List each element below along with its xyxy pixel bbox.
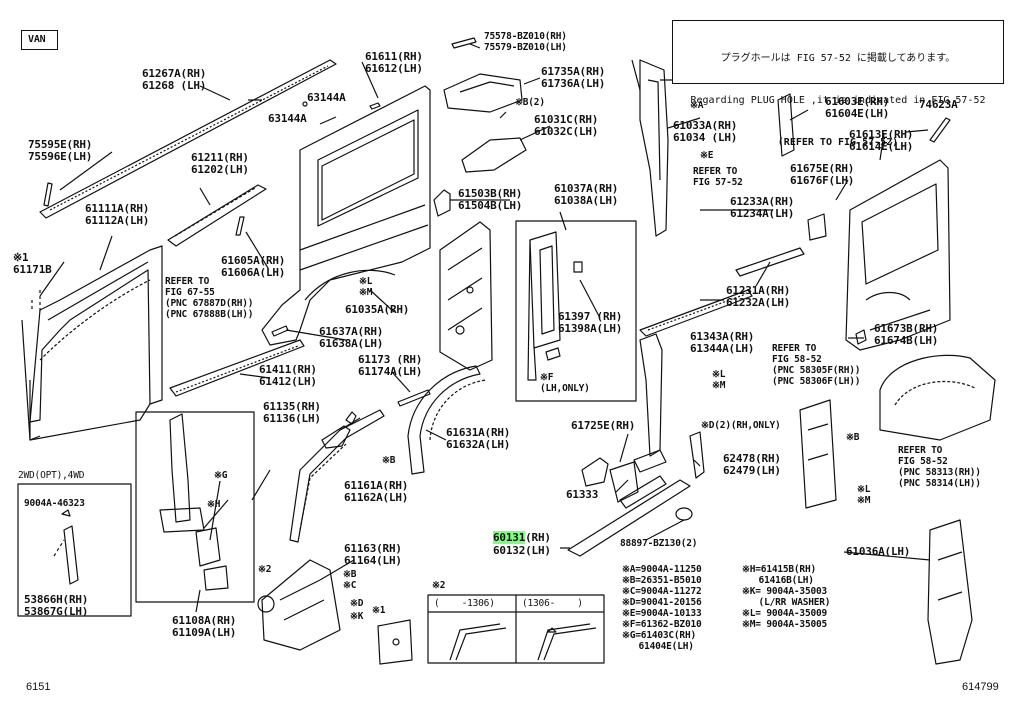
part-label-61231: 61231A(RH) 61232A(LH) <box>726 284 791 309</box>
fastener-legend-a-g: ※A=9004A-11250 ※B=26351-B5010 ※C=9004A-1… <box>622 564 702 652</box>
part-label-60132: 60132(LH) <box>493 544 551 557</box>
fastener-d: ※D <box>350 598 364 609</box>
part-label-61036: 61036A(LH) <box>846 545 911 558</box>
note-ref-2: ※2 <box>258 564 272 575</box>
part-label-63144a-lower: 63144A <box>268 112 307 125</box>
part-label-61033: 61033A(RH) 61034 (LH) <box>673 119 738 144</box>
part-label-60131: 60131(RH) <box>493 531 551 544</box>
part-label-74623: 74623A <box>919 98 958 111</box>
note-line2: Regarding PLUG HOLE ,it is indicated in … <box>690 95 986 106</box>
fastener-b-right: ※B <box>846 432 860 443</box>
part-label-60131-side: (RH) <box>525 531 551 544</box>
part-label-61603: 61603E(RH) 61604E(LH) <box>825 95 890 120</box>
part-label-61173: 61173 (RH) 61174A(LH) <box>358 353 423 378</box>
part-label-61611: 61611(RH) 61612(LH) <box>365 50 423 75</box>
fastener-g: ※G <box>214 470 228 481</box>
fastener-h: ※H <box>207 499 221 510</box>
part-label-88897: 88897-BZ130(2) <box>620 538 698 549</box>
van-tag-text: VAN <box>28 34 46 45</box>
part-label-75595: 75595E(RH) 75596E(LH) <box>28 138 93 163</box>
range-after-1306: (1306- ) <box>522 598 583 609</box>
fastener-lm-3: ※L ※M <box>857 484 871 506</box>
part-label-61233: 61233A(RH) 61234A(LH) <box>730 195 795 220</box>
part-label-61161: 61161A(RH) 61162A(LH) <box>344 479 409 504</box>
fastener-k: ※K <box>350 611 364 622</box>
part-label-61037: 61037A(RH) 61038A(LH) <box>554 182 619 207</box>
fastener-b: ※B <box>382 455 396 466</box>
part-label-61108: 61108A(RH) 61109A(LH) <box>172 614 237 639</box>
part-label-61673: 61673B(RH) 61674B(LH) <box>874 322 939 347</box>
part-label-61211: 61211(RH) 61202(LH) <box>191 151 249 176</box>
note-ref-1: ※1 <box>372 605 386 616</box>
fastener-a: ※A <box>690 100 704 111</box>
fastener-lm-2: ※L ※M <box>712 369 726 391</box>
fastener-e: ※E <box>700 150 714 161</box>
van-tag: VAN <box>21 30 58 50</box>
part-label-61631: 61631A(RH) 61632A(LH) <box>446 426 511 451</box>
refer-fig-58-52-b: REFER TO FIG 58-52 (PNC 58313(RH)) (PNC … <box>898 445 981 489</box>
range-before-1306: ( -1306) <box>434 598 495 609</box>
part-label-61171: ※1 61171B <box>13 251 52 276</box>
highlighted-part-number: 60131 <box>493 531 526 544</box>
part-label-61675: 61675E(RH) 61676F(LH) <box>790 162 855 187</box>
fastener-bc: ※B ※C <box>343 569 357 591</box>
refer-fig-58-52-a: REFER TO FIG 58-52 (PNC 58305F(RH)) (PNC… <box>772 343 861 387</box>
part-label-61333: 61333 <box>566 488 599 501</box>
note-line3: (REFER TO FIG 57-52) <box>777 137 899 148</box>
part-label-61031: 61031C(RH) 61032C(LH) <box>534 113 599 138</box>
part-label-61343: 61343A(RH) 61344A(LH) <box>690 330 755 355</box>
part-label-61135: 61135(RH) 61136(LH) <box>263 400 321 425</box>
part-label-61035: 61035A(RH) <box>345 303 410 316</box>
part-label-61725: 61725E(RH) <box>571 419 636 432</box>
part-label-61735: 61735A(RH) 61736A(LH) <box>541 65 606 90</box>
fastener-lm-1: ※L ※M <box>359 276 373 298</box>
part-label-61613: 61613E(RH) 61614E(LH) <box>849 128 914 153</box>
part-label-61397: 61397 (RH) 61398A(LH) <box>558 310 623 335</box>
part-label-61637: 61637A(RH) 61638A(LH) <box>319 325 384 350</box>
fastener-b2: ※B(2) <box>515 97 545 108</box>
drive-type-label: 2WD(OPT),4WD <box>18 470 85 481</box>
fastener-legend-h-m: ※H=61415B(RH) 61416B(LH) ※K= 9004A-35003… <box>742 564 831 630</box>
note-ref-2-box: ※2 <box>432 580 446 591</box>
part-label-53866: 53866H(RH) 53867G(LH) <box>24 593 89 618</box>
refer-fig-67-55: REFER TO FIG 67-55 (PNC 67887D(RH)) (PNC… <box>165 276 254 320</box>
fastener-f-lh-only: ※F (LH,ONLY) <box>540 372 590 394</box>
part-label-61163: 61163(RH) 61164(LH) <box>344 542 402 567</box>
part-label-9004a-46323: 9004A-46323 <box>24 498 85 509</box>
part-label-61267: 61267A(RH) 61268 (LH) <box>142 67 207 92</box>
part-label-63144a-upper: 63144A <box>307 91 346 104</box>
note-line1: プラグホールは FIG 57-52 に掲載してあります。 <box>720 53 956 64</box>
footer-figure-id: 614799 <box>962 681 999 693</box>
part-label-75578: 75578-BZ010(RH) 75579-BZ010(LH) <box>484 31 567 53</box>
part-label-61111: 61111A(RH) 61112A(LH) <box>85 202 150 227</box>
fastener-d2-rh-only: ※D(2)(RH,ONLY) <box>701 420 781 431</box>
footer-page-code: 6151 <box>26 681 51 693</box>
part-label-61411: 61411(RH) 61412(LH) <box>259 363 317 388</box>
refer-fig-57-52: REFER TO FIG 57-52 <box>693 166 743 188</box>
part-label-62478: 62478(RH) 62479(LH) <box>723 452 781 477</box>
part-label-61503: 61503B(RH) 61504B(LH) <box>458 187 523 212</box>
part-label-61605: 61605A(RH) 61606A(LH) <box>221 254 286 279</box>
plug-hole-note: プラグホールは FIG 57-52 に掲載してあります。 Regarding P… <box>672 20 1004 148</box>
